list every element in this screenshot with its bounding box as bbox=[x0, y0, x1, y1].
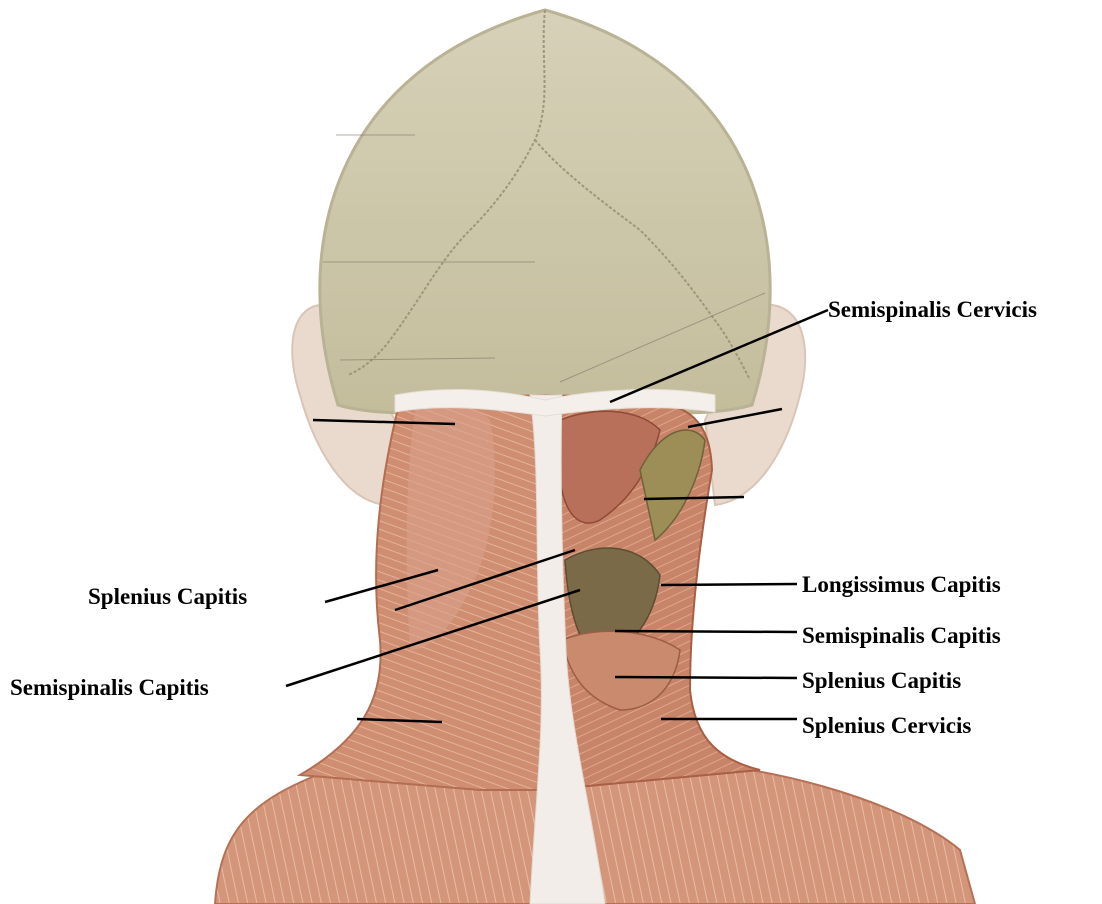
label-longissimus-capitis: Longissimus Capitis bbox=[802, 573, 1001, 596]
label-semispinalis-cervicis: Semispinalis Cervicis bbox=[828, 298, 1037, 321]
label-semispinalis-capitis-right: Semispinalis Capitis bbox=[802, 624, 1001, 647]
label-semispinalis-capitis-left: Semispinalis Capitis bbox=[10, 676, 209, 699]
skull bbox=[320, 10, 770, 413]
label-splenius-cervicis: Splenius Cervicis bbox=[802, 714, 971, 737]
label-splenius-capitis-left: Splenius Capitis bbox=[88, 585, 247, 608]
label-splenius-capitis-right: Splenius Capitis bbox=[802, 669, 961, 692]
